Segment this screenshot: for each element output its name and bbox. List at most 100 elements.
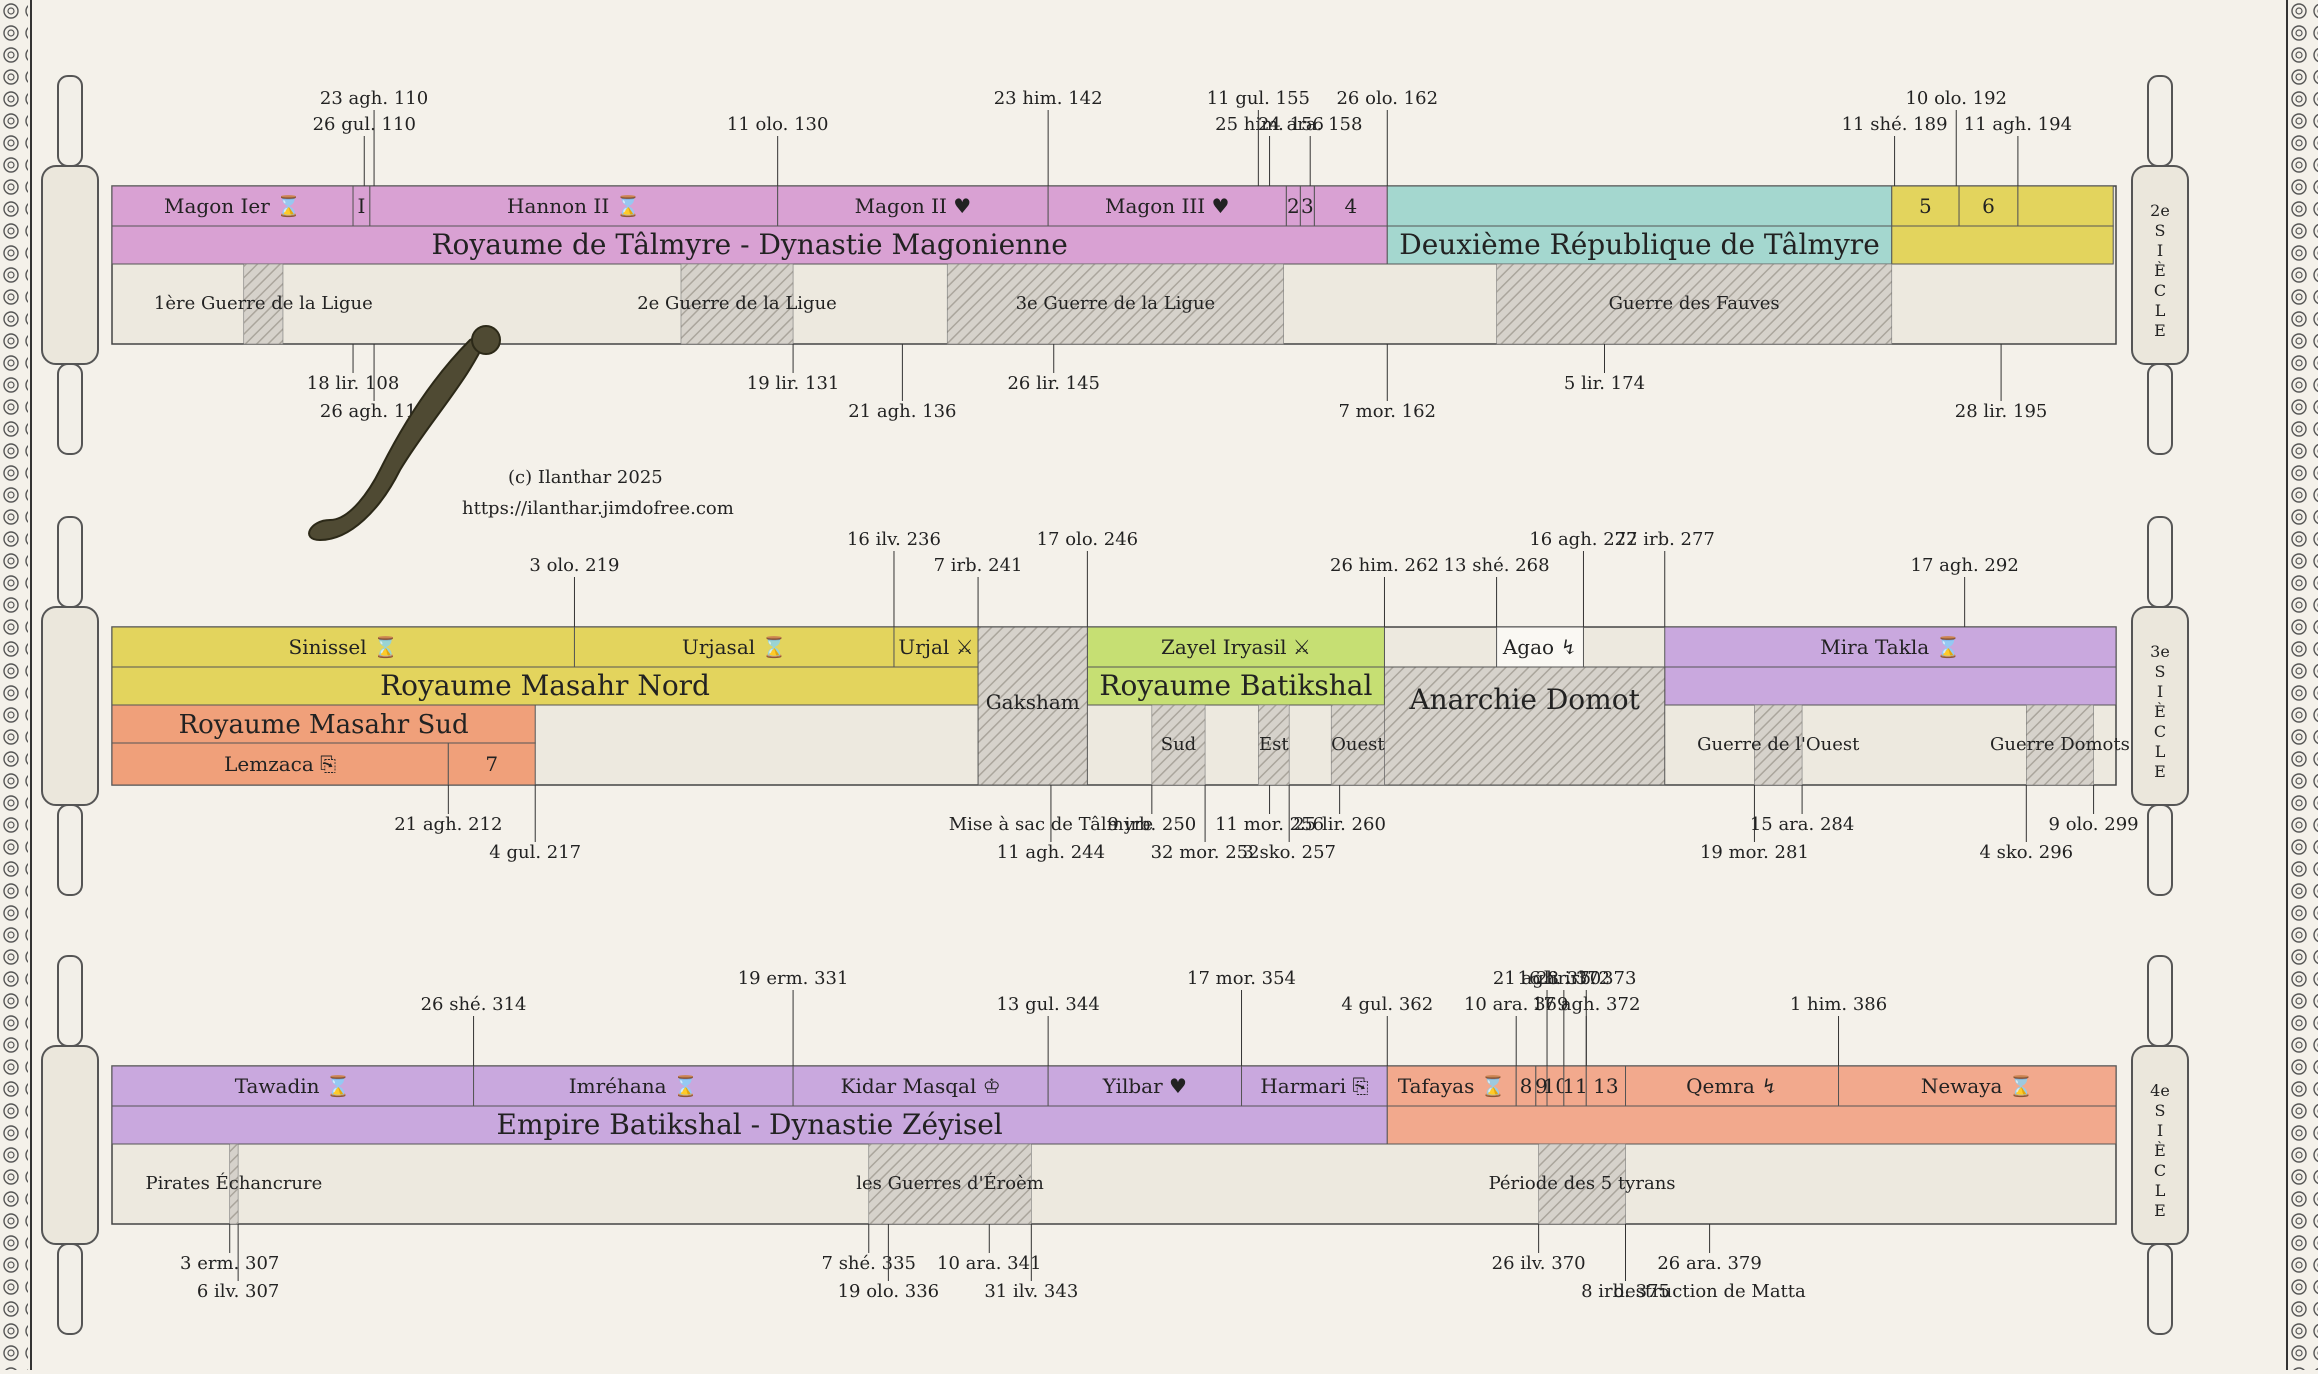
date-label-top: 10 ara. 369 bbox=[1464, 994, 1569, 1015]
date-label-top: 16 ilv. 236 bbox=[847, 529, 941, 550]
right-roller-top-knob bbox=[2147, 516, 2173, 608]
ruler-band: Tafayas ⌛ bbox=[1386, 1065, 1517, 1107]
gecko-body bbox=[308, 327, 492, 542]
state-label: Deuxième République de Tâlmyre bbox=[1399, 228, 1880, 261]
date-label-bottom: 9 irb. 250 bbox=[1107, 814, 1196, 835]
ruler-label: Magon III ♥ bbox=[1105, 194, 1229, 218]
ruler-band: Magon Ier ⌛ bbox=[111, 185, 354, 227]
left-border-pattern bbox=[0, 0, 28, 1370]
ruler-cell bbox=[1086, 626, 1385, 668]
ruler-band: 4 bbox=[1313, 185, 1388, 227]
century-label-letter: C bbox=[2154, 1161, 2166, 1180]
state-cell bbox=[111, 225, 1388, 265]
ruler-band: Tawadin ⌛ bbox=[111, 1065, 475, 1107]
event-label: Guerre Domots bbox=[1990, 734, 2130, 755]
date-label-top: 11 olo. 130 bbox=[727, 114, 829, 135]
event-hatch bbox=[1330, 704, 1385, 786]
date-label-bottom: 7 mor. 162 bbox=[1339, 401, 1437, 422]
date-label-top: 1 him. 386 bbox=[1790, 994, 1887, 1015]
state-cell bbox=[1386, 225, 1893, 265]
ruler-label: 5 bbox=[1919, 194, 1932, 218]
event-band: Est bbox=[1258, 704, 1290, 786]
anarchy-label: Anarchie Domot bbox=[1408, 683, 1640, 716]
ruler-cell bbox=[2017, 185, 2114, 227]
ruler-band: 6 bbox=[1958, 185, 2019, 227]
ruler-label: Kidar Masqal ♔ bbox=[841, 1074, 1001, 1098]
event-hatch bbox=[946, 263, 1284, 345]
century-label-letter: È bbox=[2154, 260, 2166, 280]
date-label-bottom: 21 agh. 136 bbox=[848, 401, 956, 422]
date-label-top: 11 agh. 194 bbox=[1964, 114, 2072, 135]
event-band: 2e Guerre de la Ligue bbox=[637, 263, 837, 345]
ruler-label: 6 bbox=[1982, 194, 1995, 218]
event-band: Sud bbox=[1151, 704, 1206, 786]
south-ruler-cell bbox=[447, 742, 536, 786]
ruler-label: 2 bbox=[1287, 194, 1300, 218]
ruler-label: Magon Ier ⌛ bbox=[164, 194, 301, 218]
century-label-letter: 4e bbox=[2150, 1081, 2170, 1100]
event-label: 3e Guerre de la Ligue bbox=[1016, 293, 1216, 314]
right-border-pattern bbox=[2290, 0, 2318, 1370]
ruler-band: Magon II ♥ bbox=[777, 185, 1049, 227]
event-band: 3e Guerre de la Ligue bbox=[946, 263, 1284, 345]
state-band bbox=[1386, 1105, 2117, 1145]
left-roller-top-knob bbox=[57, 75, 83, 167]
right-roller-top-knob bbox=[2147, 75, 2173, 167]
ruler-cell bbox=[1241, 1065, 1388, 1107]
date-label-bottom: 18 lir. 108 bbox=[307, 373, 400, 394]
state-cell bbox=[1891, 225, 2114, 265]
right-roller-bottom-knob bbox=[2147, 1243, 2173, 1335]
date-label-top: 11 shé. 189 bbox=[1842, 114, 1948, 135]
date-label-bottom: 21 agh. 212 bbox=[394, 814, 502, 835]
event-band: Guerre de l'Ouest bbox=[1697, 704, 1860, 786]
date-label-top: 16 lir. 372 bbox=[1518, 968, 1611, 989]
date-label-bottom: 8 irb. 375 bbox=[1581, 1281, 1670, 1302]
date-label-bottom: 32 mor. 252 bbox=[1151, 842, 1260, 863]
century-label-letter: 3e bbox=[2150, 642, 2170, 661]
ruler-cell bbox=[1585, 1065, 1627, 1107]
ruler-label: 9 bbox=[1535, 1074, 1548, 1098]
century-scroll: Tawadin ⌛Imréhana ⌛Kidar Masqal ♔Yilbar … bbox=[41, 955, 2189, 1335]
date-label-bottom: 10 ara. 341 bbox=[937, 1253, 1042, 1274]
ruler-label: Magon II ♥ bbox=[855, 194, 972, 218]
state-cell bbox=[111, 666, 979, 706]
ruler-cell bbox=[111, 626, 575, 668]
date-label-bottom: 25 lir. 260 bbox=[1293, 814, 1386, 835]
ruler-cell bbox=[1838, 1065, 2117, 1107]
left-scroll-roller bbox=[41, 606, 99, 806]
right-roller-top-knob bbox=[2147, 955, 2173, 1047]
south-ruler-label: Lemzaca ⎘ bbox=[224, 752, 336, 776]
ruler-band: 3 bbox=[1299, 185, 1315, 227]
event-label: Pirates Échancrure bbox=[146, 1171, 323, 1194]
date-label-top: 17 olo. 246 bbox=[1037, 529, 1139, 550]
century-label-letter: È bbox=[2154, 701, 2166, 721]
left-scroll-roller bbox=[41, 165, 99, 365]
left-roller-top-knob bbox=[57, 516, 83, 608]
ruler-label: Sinissel ⌛ bbox=[289, 635, 398, 659]
date-label-bottom: 26 agh. 110 bbox=[320, 401, 428, 422]
ruler-band: Hannon II ⌛ bbox=[369, 185, 779, 227]
event-band: Guerre Domots bbox=[1990, 704, 2130, 786]
ruler-label: Qemra ↯ bbox=[1686, 1074, 1778, 1098]
ruler-band: Sinissel ⌛ bbox=[111, 626, 575, 668]
event-hatch bbox=[2026, 704, 2094, 786]
ruler-band bbox=[1386, 185, 1893, 227]
state-cell bbox=[1386, 1105, 2117, 1145]
date-label-bottom: 6 ilv. 307 bbox=[197, 1281, 280, 1302]
ruler-band: 13 bbox=[1585, 1065, 1627, 1107]
event-band: les Guerres d'Éroèm bbox=[856, 1143, 1044, 1225]
gecko-logo bbox=[308, 325, 501, 542]
century-label-letter: S bbox=[2155, 662, 2166, 681]
state-band: Royaume Masahr Nord bbox=[111, 666, 979, 706]
gecko-head bbox=[471, 325, 501, 355]
century-label-letter: C bbox=[2154, 281, 2166, 300]
event-label: Guerre de l'Ouest bbox=[1697, 734, 1860, 755]
date-label-bottom: 5 lir. 174 bbox=[1564, 373, 1645, 394]
ruler-label: Mira Takla ⌛ bbox=[1820, 635, 1960, 659]
state-band: Deuxième République de Tâlmyre bbox=[1386, 225, 1893, 265]
ruler-label: Urjasal ⌛ bbox=[682, 635, 786, 659]
date-label-top: 11 gul. 155 bbox=[1207, 88, 1310, 109]
date-label-top: 13 shé. 268 bbox=[1444, 555, 1550, 576]
